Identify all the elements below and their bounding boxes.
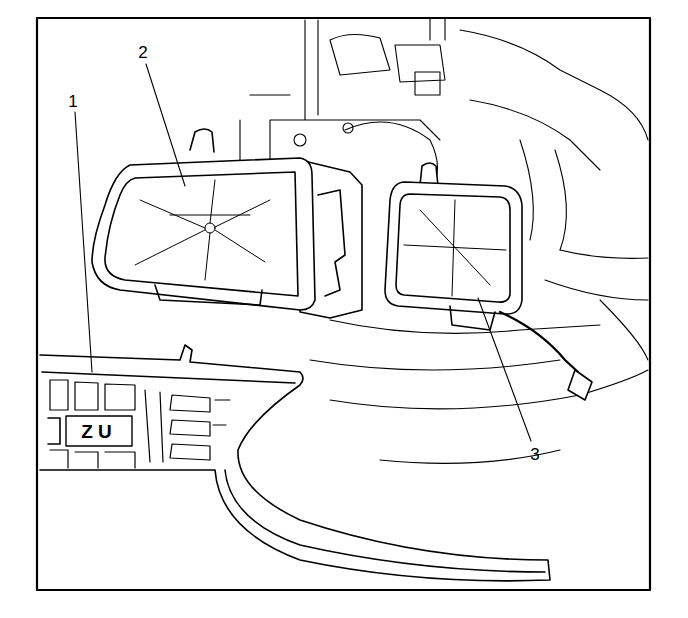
callout-number: 3 (530, 446, 539, 463)
frame (37, 18, 650, 590)
headlamp (92, 129, 362, 318)
callout-number: 2 (138, 44, 147, 61)
grille (40, 345, 550, 581)
bumper (310, 320, 648, 463)
corner-lamp (385, 163, 592, 400)
logo-text: ZU (81, 422, 116, 441)
callout-number: 1 (68, 93, 77, 110)
leader-line (75, 64, 531, 441)
